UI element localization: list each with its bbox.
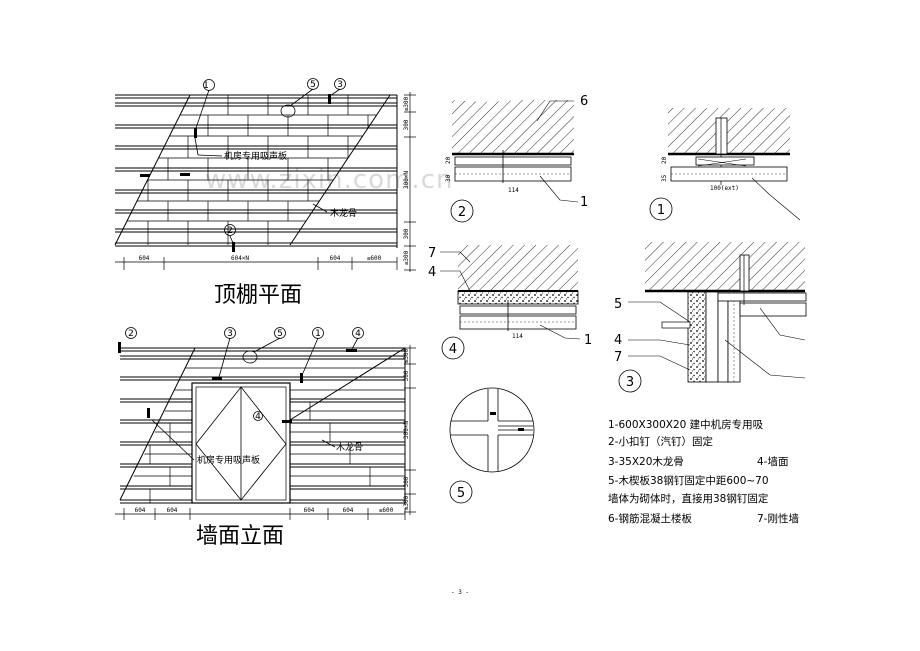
legend: 1-600X300X20 建中机房专用吸 2-小扣钉（汽钉）固定 3-35X20… [608,418,799,525]
detail-2-dim: 114 [508,187,519,194]
dim-bottom-4: ≤600 [367,255,382,262]
ceiling-plan: 1 5 3 2 机房专用吸声板 木龙骨 604 604×N 604 ≤600 ≤… [114,78,416,308]
legend-item-2: 2-小扣钉（汽钉）固定 [608,435,713,448]
detail-1-dim: 100(ext) [710,185,739,192]
legend-item-3: 3-35X20木龙骨 [608,455,684,468]
wall-dim-4: 604 [343,507,354,514]
legend-item-7: 7-刚性墙 [757,512,799,525]
callout-3: 3 [337,80,343,90]
dim-right-4: 300 [403,228,410,239]
wall-callout-1: 1 [315,329,321,339]
detail-4-leader-7: 7 [428,246,436,261]
wall-callout-2: 2 [128,329,134,339]
wall-dim-right-5: ≤300 [403,495,410,510]
detail-4: 7 4 1 4 114 [428,245,592,360]
wall-callout-4: 4 [355,329,361,339]
wall-dim-2: 604 [167,507,178,514]
detail-2-leader-6: 6 [580,94,588,109]
legend-item-4: 4-墙面 [757,455,788,468]
legend-item-1: 1-600X300X20 建中机房专用吸 [608,418,764,431]
wall-board-label: 机房专用吸声板 [197,454,260,466]
callout-5: 5 [310,80,316,90]
detail-small-dim-3: 20 [661,156,668,164]
wall-callout-5: 5 [277,329,283,339]
legend-item-5: 5-木楔板38钢钉固定中距600~70 [608,474,769,487]
detail-1-label: 1 [657,203,665,218]
legend-item-6: 6-钢筋混凝土楼板 [608,512,692,525]
detail-4-leader-1: 1 [584,333,592,348]
detail-1: 1 100(ext) 20 35 [649,106,801,221]
dim-right-3: 300×N [403,171,410,189]
wall-dim-right-2: 300 [403,370,410,381]
legend-item-5-note: 墙体为砌体时，直接用38钢钉固定 [608,492,769,505]
callout-2: 2 [227,226,233,236]
detail-4-label: 4 [449,342,457,357]
detail-2-leader-1: 1 [580,195,588,210]
dim-bottom-1: 604 [139,255,150,262]
detail-small-dim-4: 35 [661,174,668,182]
detail-3: 5 4 7 3 [614,242,807,393]
detail-4-leader-4: 4 [428,265,436,280]
wall-dim-right-4: 300 [403,476,410,487]
detail-5: 5 [449,387,535,504]
dim-bottom-3: 604 [330,255,341,262]
detail-2-label: 2 [458,205,466,220]
wall-dim-3: 604 [304,507,315,514]
detail-5-label: 5 [457,486,465,501]
wall-dim-1: 604 [135,507,146,514]
detail-4-dim: 114 [512,333,523,340]
detail-small-dim-1: 20 [445,156,452,164]
door-callout-4: 4 [255,412,261,422]
wall-callout-3: 3 [227,329,233,339]
ceiling-plan-title: 顶棚平面 [214,283,302,308]
detail-3-label: 3 [626,375,634,390]
wall-elevation: 2 3 5 1 4 4 机房专用吸声板 木龙骨 604 604 604 604 … [115,327,416,549]
dim-bottom-2: 604×N [231,255,249,262]
keel-label: 木龙骨 [330,207,357,219]
callout-1: 1 [203,81,209,91]
page-number: - 3 - [451,589,469,596]
wall-dim-right-3: 300×N [403,421,410,439]
dim-right-1: ≤300 [403,96,410,111]
dim-right-2: 300 [403,119,410,130]
wall-keel-label: 木龙骨 [336,441,363,453]
wall-dim-right-1: ≤300 [403,348,410,363]
detail-3-leader-7: 7 [614,350,622,365]
detail-3-leader-5: 5 [614,297,622,312]
board-label: 机房专用吸声板 [224,150,287,162]
wall-dim-5: ≤600 [379,507,394,514]
detail-3-leader-4: 4 [614,333,622,348]
detail-2: 6 1 2 114 20 30 [445,94,588,223]
detail-small-dim-2: 30 [445,174,452,182]
wall-elevation-title: 墙面立面 [196,524,284,549]
dim-right-5: ≤300 [403,250,410,265]
